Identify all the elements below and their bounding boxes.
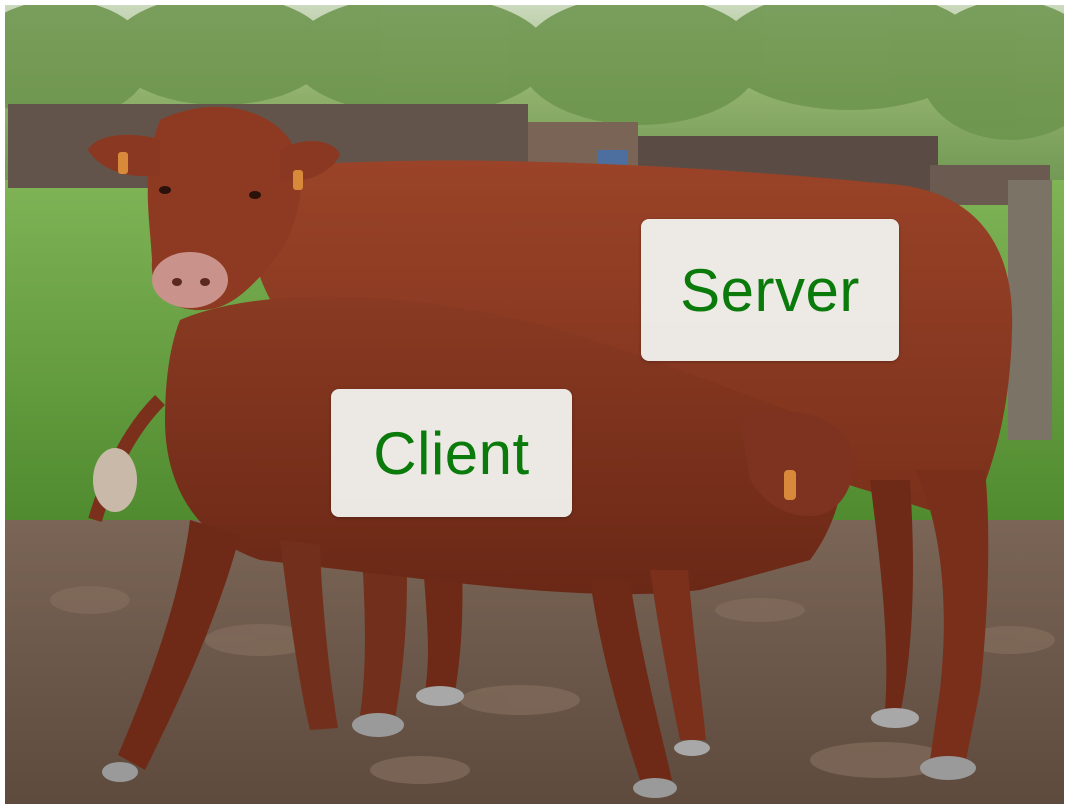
soil-clods <box>50 586 1055 784</box>
tree-canopy <box>0 0 1069 140</box>
client-label: Client <box>373 419 530 487</box>
server-label-box: Server <box>641 219 899 361</box>
client-label-box: Client <box>331 389 572 517</box>
fence-post <box>1008 180 1052 440</box>
server-label: Server <box>680 256 860 324</box>
